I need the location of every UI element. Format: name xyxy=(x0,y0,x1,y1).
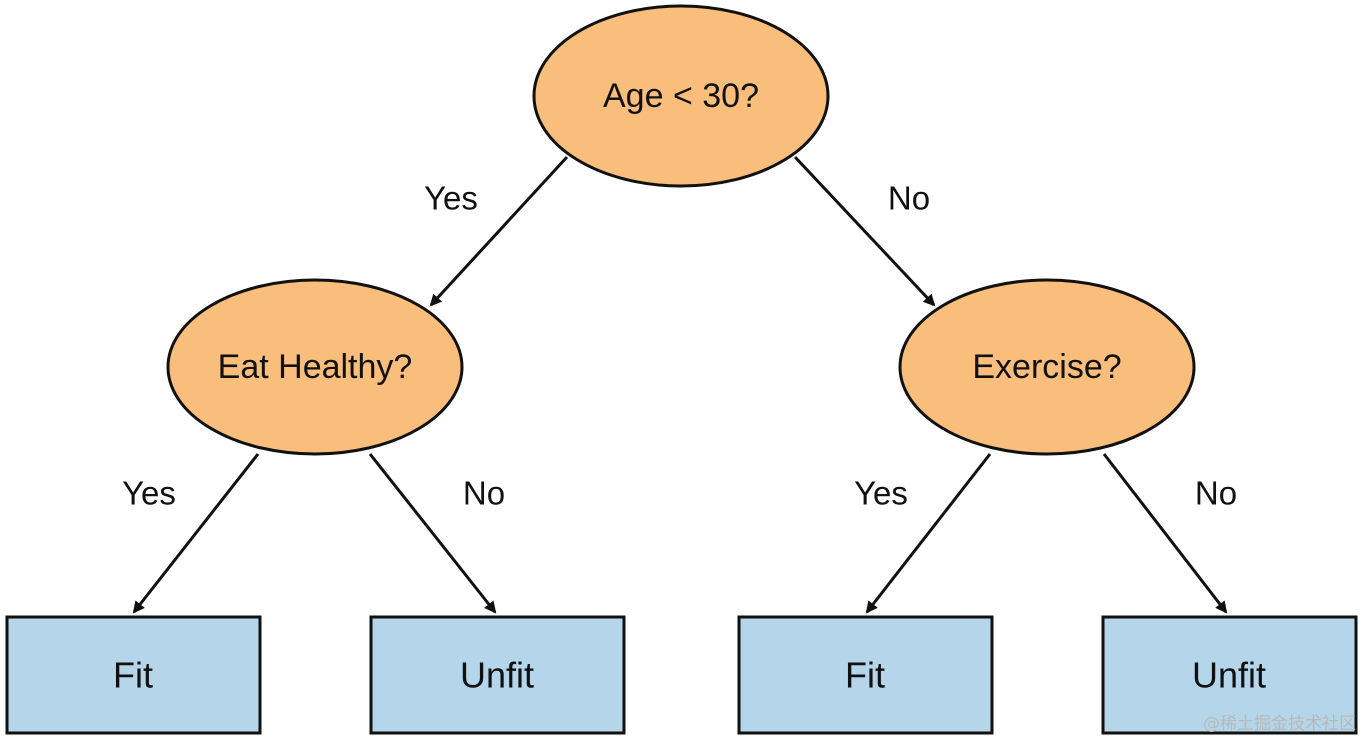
decision-node-left xyxy=(166,278,464,456)
leaf-node-left-yes xyxy=(5,615,262,735)
leaf-node-left-yes-label: Fit xyxy=(113,655,153,696)
decision-node-root xyxy=(532,4,830,188)
edge-left-left-arrow xyxy=(132,453,260,614)
decision-node-right xyxy=(898,278,1196,456)
leaf-node-right-no xyxy=(1101,615,1358,735)
edge-label-left-yes: Yes xyxy=(122,475,176,512)
edge-label-right-no: No xyxy=(1195,475,1237,512)
edge-label-right-yes: Yes xyxy=(854,475,908,512)
edge-root-right-arrow xyxy=(793,155,936,307)
edge-label-root-yes: Yes xyxy=(424,180,478,217)
leaf-node-right-yes-label: Fit xyxy=(845,655,885,696)
edge-root-left-arrow xyxy=(429,155,569,307)
edge-label-left-no: No xyxy=(463,475,505,512)
decision-node-right-label: Exercise? xyxy=(972,348,1121,386)
leaf-node-left-no xyxy=(369,615,626,735)
leaf-node-right-yes xyxy=(737,615,994,735)
edge-right-left-arrow xyxy=(865,453,992,614)
leaf-node-left-no-label: Unfit xyxy=(460,655,534,696)
edge-right-right-arrow xyxy=(1102,453,1228,614)
decision-node-left-label: Eat Healthy? xyxy=(218,348,413,386)
watermark-text: @稀土掘金技术社区 xyxy=(1203,714,1356,734)
edge-left-right-arrow xyxy=(368,453,497,614)
leaf-node-right-no-label: Unfit xyxy=(1192,655,1266,696)
edge-label-root-no: No xyxy=(888,180,930,217)
decision-node-root-label: Age < 30? xyxy=(603,77,759,115)
